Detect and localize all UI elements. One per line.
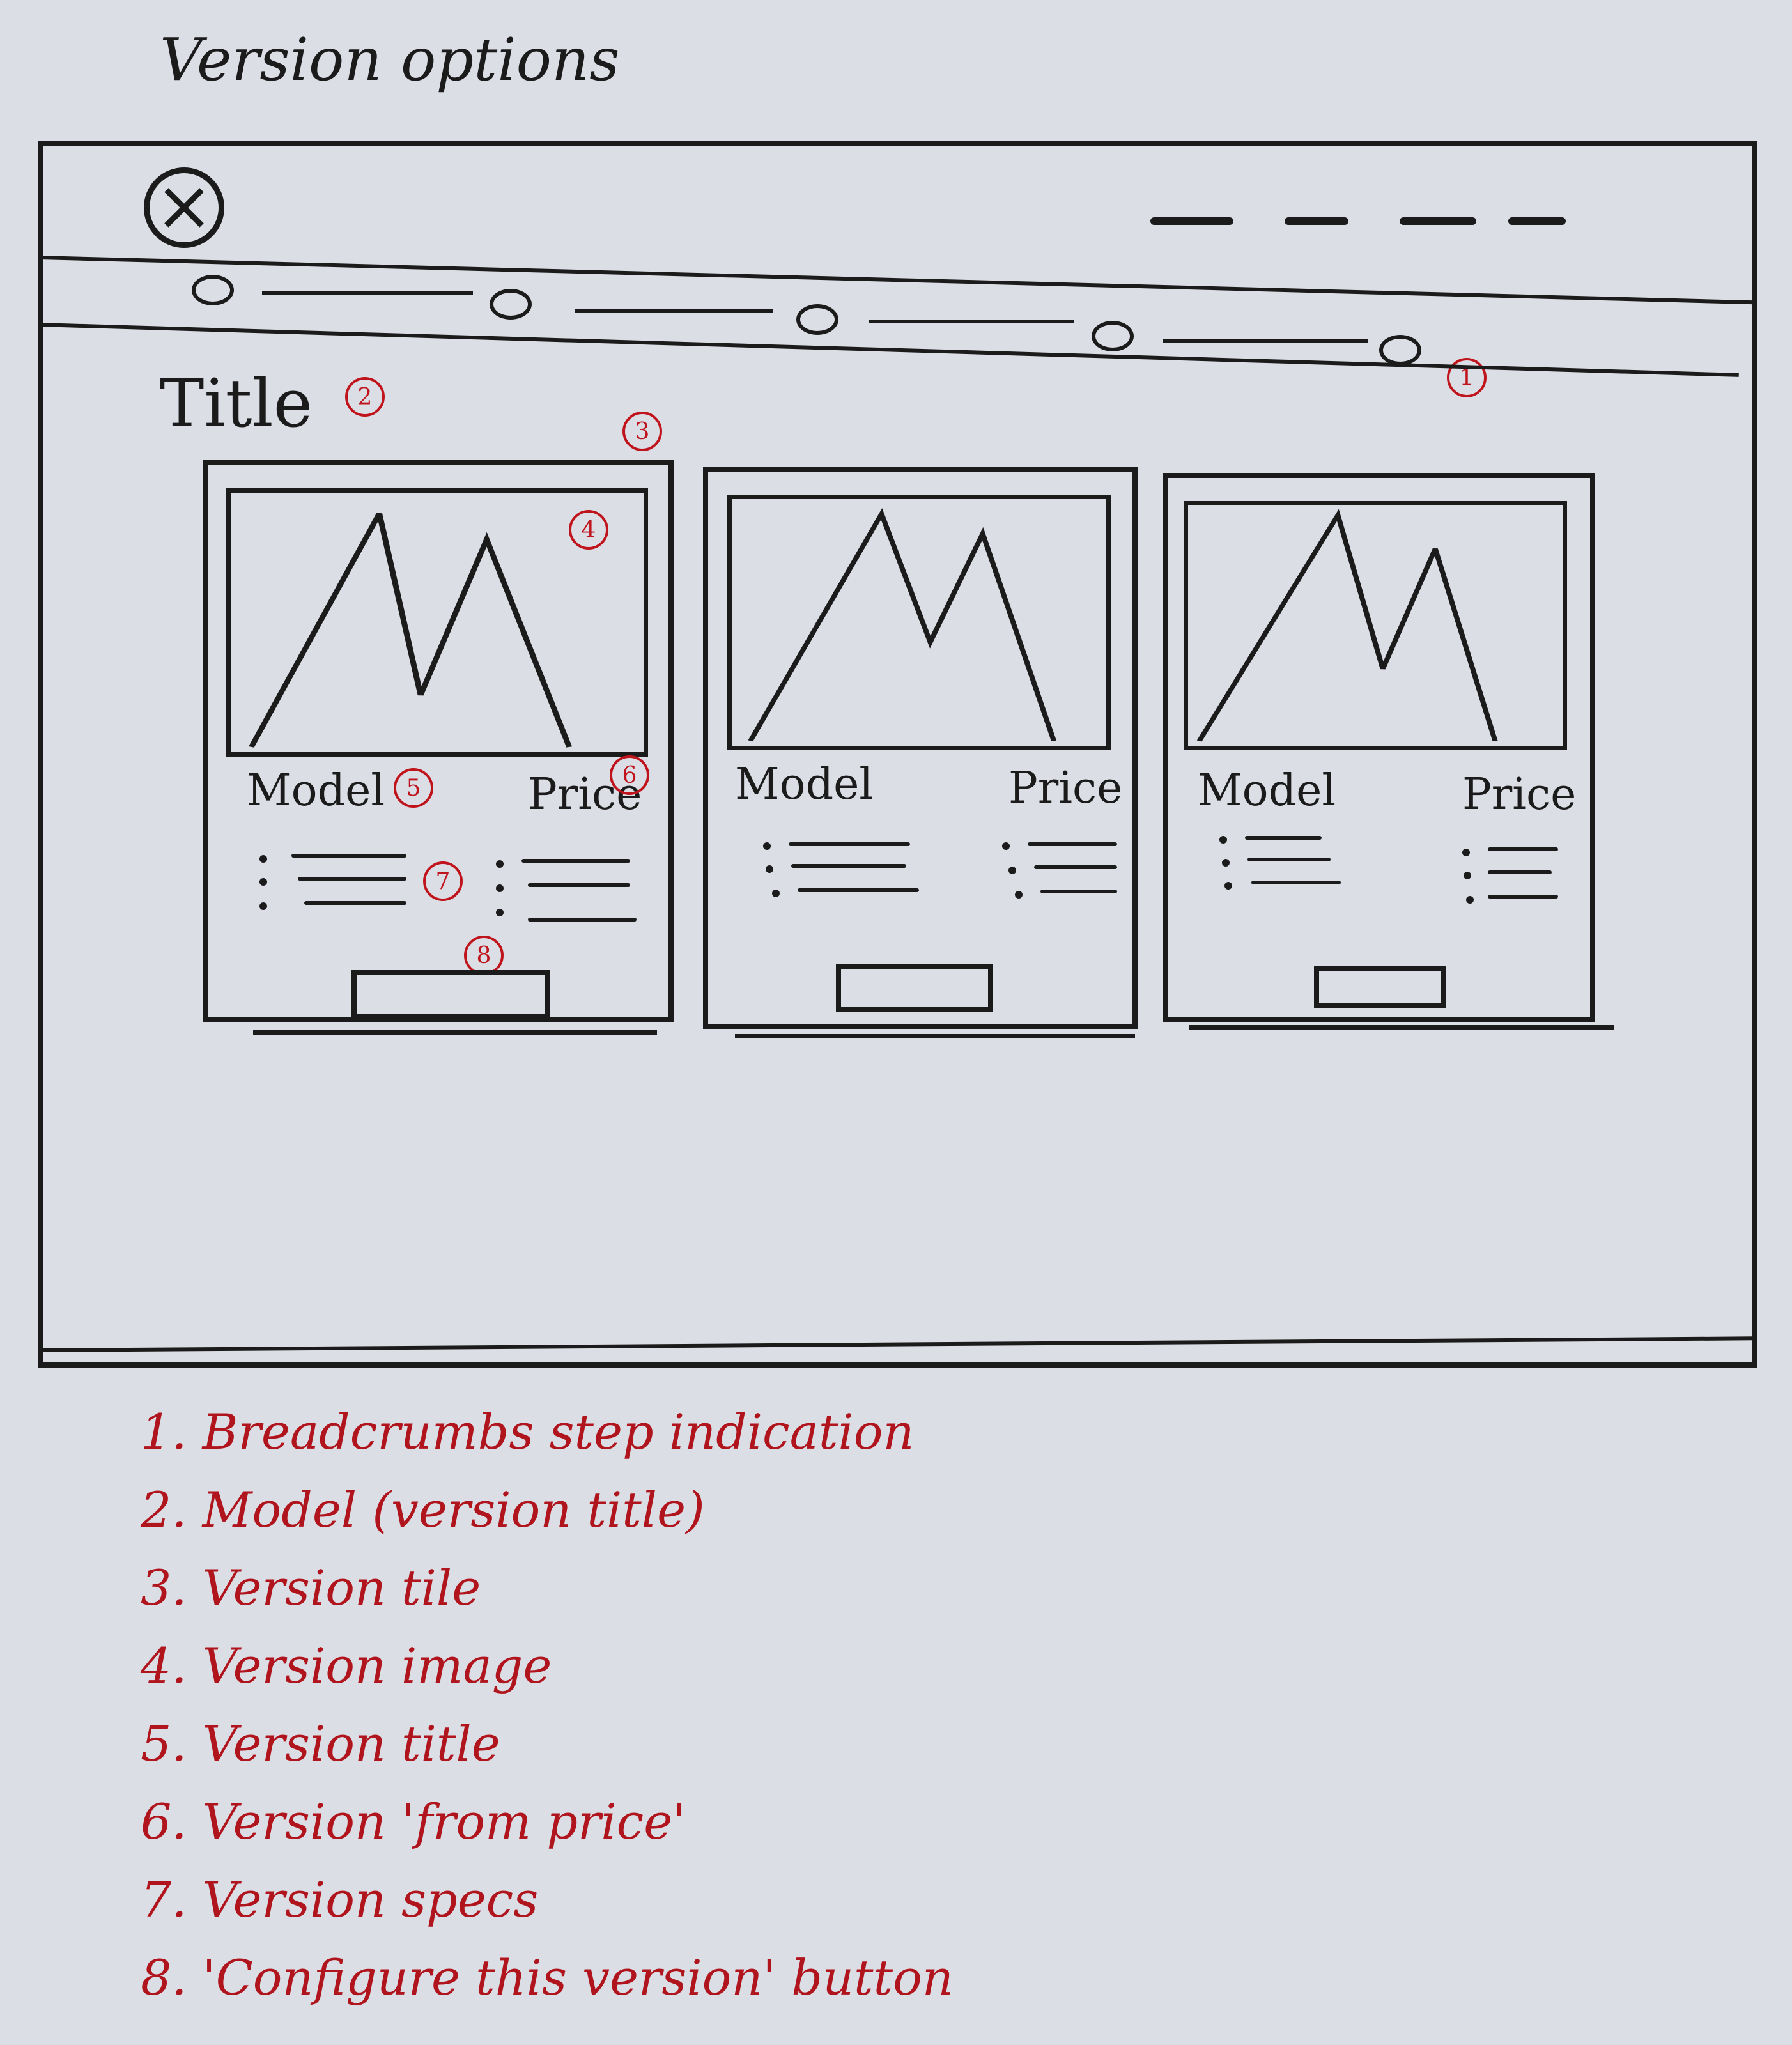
page-title: Title	[160, 364, 313, 442]
legend-item: 6. Version 'from price'	[141, 1793, 686, 1850]
legend-item: 1. Breadcrumbs step indication	[141, 1403, 915, 1460]
version-price: Price	[1008, 763, 1123, 814]
spec-bullet	[496, 860, 504, 868]
spec-line	[1247, 858, 1331, 861]
version-title: Model	[735, 759, 874, 810]
version-title: Model	[247, 766, 385, 816]
tile-shadow-line	[735, 1034, 1135, 1038]
legend-item: 2. Model (version title)	[141, 1481, 705, 1538]
nav-item-1[interactable]	[1150, 217, 1233, 225]
spec-bullet	[766, 865, 773, 873]
breadcrumb-connector	[869, 320, 1074, 323]
nav-item-3[interactable]	[1400, 217, 1476, 225]
spec-bullet	[763, 842, 771, 850]
close-circle-icon[interactable]	[144, 167, 224, 248]
breadcrumb-connector	[262, 291, 473, 295]
spec-line	[1245, 836, 1322, 840]
mountain-image-icon	[748, 508, 1056, 742]
nav-item-4[interactable]	[1508, 217, 1566, 225]
spec-bullet	[259, 878, 267, 886]
legend-item: 3. Version tile	[141, 1559, 481, 1616]
version-image	[727, 495, 1111, 750]
version-image	[1184, 501, 1567, 750]
version-tile[interactable]: Model Price	[703, 467, 1138, 1029]
spec-bullet	[1224, 882, 1232, 890]
breadcrumb-step-4[interactable]	[1092, 321, 1134, 351]
spec-bullet	[1002, 842, 1010, 850]
spec-line	[291, 854, 406, 858]
configure-version-button[interactable]	[836, 964, 993, 1012]
spec-line	[791, 864, 906, 868]
spec-line	[1040, 890, 1117, 893]
breadcrumb-step-3[interactable]	[796, 304, 838, 335]
page-heading: Version options	[160, 26, 620, 94]
spec-line	[304, 901, 406, 905]
version-image	[226, 488, 648, 757]
spec-line	[789, 842, 910, 846]
spec-line	[1488, 870, 1552, 874]
legend-item: 7. Version specs	[141, 1871, 539, 1928]
annotation-marker-button: 8	[464, 936, 504, 975]
spec-bullet	[259, 855, 267, 863]
spec-bullet	[496, 909, 504, 916]
annotation-marker-model: 5	[394, 768, 433, 808]
tile-shadow-line	[253, 1030, 657, 1035]
spec-bullet	[259, 902, 267, 910]
breadcrumb-connector	[1163, 339, 1368, 343]
version-tile[interactable]: Model Price	[1163, 473, 1595, 1022]
annotation-marker-tile: 3	[622, 412, 662, 451]
breadcrumb-step-2[interactable]	[490, 289, 532, 320]
legend-item: 5. Version title	[141, 1715, 500, 1772]
spec-line	[1488, 847, 1558, 851]
spec-bullet	[772, 890, 780, 897]
spec-bullet	[1464, 872, 1471, 879]
spec-bullet	[1462, 849, 1470, 856]
annotation-legend: 1. Breadcrumbs step indication 2. Model …	[141, 1393, 954, 2017]
spec-line	[1488, 895, 1558, 899]
annotation-marker-price: 6	[610, 755, 649, 795]
nav-item-2[interactable]	[1285, 217, 1348, 225]
annotation-marker-image: 4	[569, 510, 608, 550]
spec-bullet	[496, 884, 504, 892]
mountain-image-icon	[1196, 509, 1498, 742]
mountain-image-icon	[249, 513, 573, 748]
annotation-marker-breadcrumbs: 1	[1447, 358, 1487, 397]
breadcrumb-step-5[interactable]	[1379, 335, 1421, 366]
breadcrumb-step-1[interactable]	[192, 275, 234, 305]
spec-line	[798, 888, 919, 892]
spec-bullet	[1222, 859, 1230, 867]
breadcrumbs: 1	[0, 0, 1792, 447]
spec-line	[298, 877, 406, 881]
version-title: Model	[1198, 766, 1336, 816]
spec-bullet	[1008, 867, 1016, 874]
configure-version-button[interactable]	[351, 970, 550, 1019]
app-frame	[38, 141, 1757, 1368]
spec-bullet	[1015, 891, 1023, 899]
annotation-marker-title: 2	[345, 377, 385, 417]
spec-line	[521, 859, 630, 863]
spec-line	[1034, 865, 1117, 869]
spec-line	[528, 883, 630, 887]
spec-line	[528, 918, 637, 922]
legend-item: 4. Version image	[141, 1637, 552, 1694]
legend-item: 8. 'Configure this version' button	[141, 1949, 954, 2006]
spec-bullet	[1466, 896, 1474, 904]
spec-line	[1028, 842, 1117, 846]
tile-shadow-line	[1189, 1025, 1614, 1030]
configure-version-button[interactable]	[1314, 966, 1446, 1008]
version-price: Price	[1462, 769, 1577, 820]
breadcrumb-connector	[575, 309, 773, 313]
annotation-marker-specs: 7	[423, 861, 463, 901]
version-tile[interactable]: 4 Model 5 Price 6 7 8	[203, 460, 674, 1022]
spec-line	[1251, 881, 1341, 884]
spec-bullet	[1219, 836, 1227, 844]
